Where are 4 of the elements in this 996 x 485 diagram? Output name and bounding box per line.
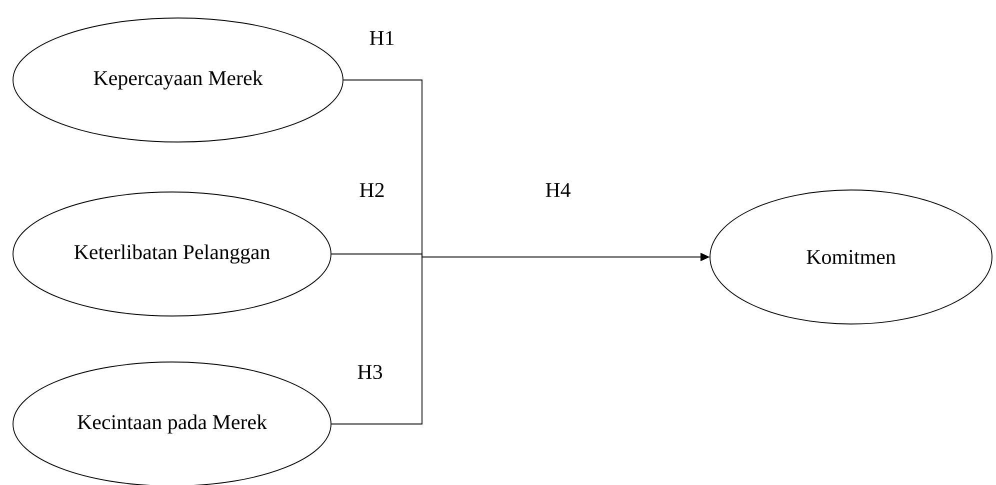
hypothesis-label: H4 [546,183,571,197]
edge-label: H2 [358,182,386,198]
edge-label: H3 [356,364,384,380]
edge-label: H1 [368,30,396,46]
